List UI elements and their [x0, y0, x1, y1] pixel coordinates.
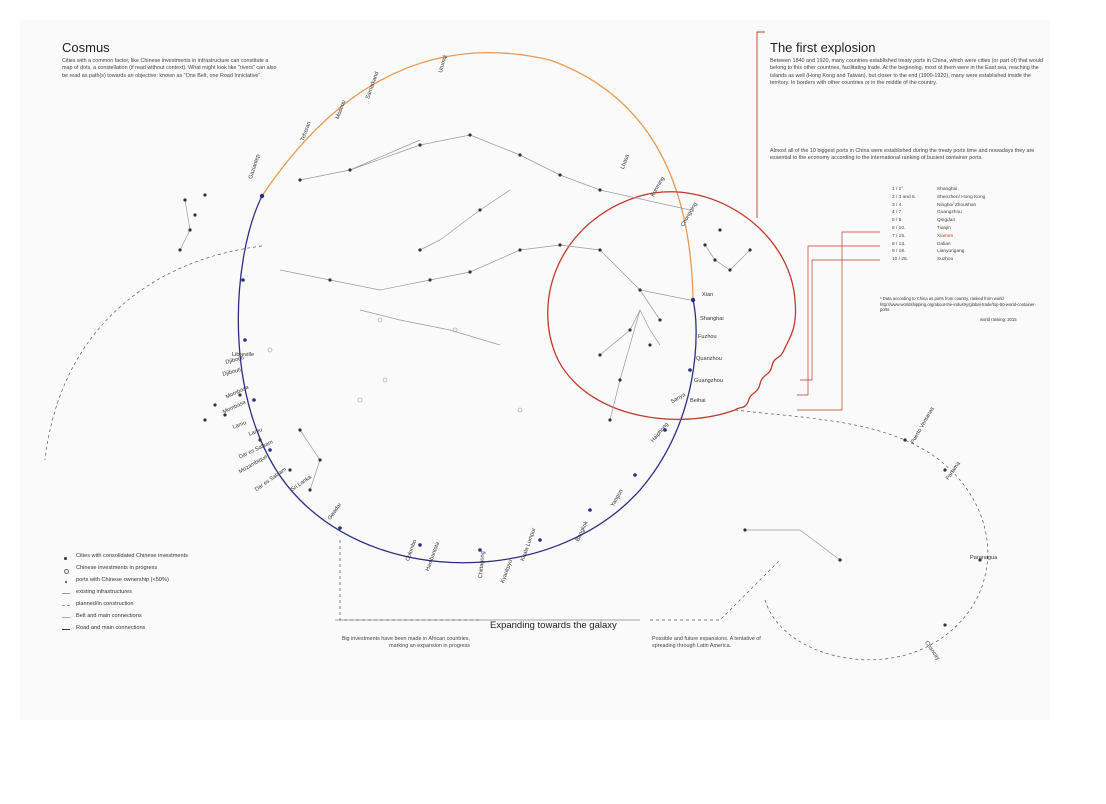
first-explosion-text: Between 1840 and 1920, many countries es…: [770, 58, 1043, 87]
ports-footnote-3: world ranking: 2015: [980, 317, 1017, 322]
legend-label: Cities with consolidated Chinese investm…: [76, 553, 188, 559]
port-row: 7 / 15. Xiamen: [892, 234, 1042, 242]
treaty-circle: [547, 191, 797, 420]
legend-swatch-icon: [62, 617, 70, 618]
ports-ranking-table: 1 / 1°. Shanghai 2 / 3 and 6. Shenzhen/ Hon…: [892, 187, 1042, 265]
port-row: 5 / 8. Qingdao: [892, 218, 1042, 226]
infrastructure-network: [179, 134, 751, 491]
port-row: 10 / 26. Suzhou: [892, 257, 1042, 265]
city-label: Guangzhou: [694, 378, 723, 384]
ports-footnote-url: http://www.worldshipping.org/about-the-i…: [880, 302, 1036, 313]
red-leader-2: [797, 231, 880, 411]
legend-swatch-icon: [62, 593, 70, 594]
cosmus-title: Cosmus: [62, 40, 110, 55]
legend-swatch-icon: [65, 581, 67, 583]
port-name: Qingdao: [937, 218, 956, 224]
legend-swatch-icon: [62, 629, 70, 630]
first-explosion-title: The first explosion: [770, 40, 876, 55]
red-leader-top: [756, 31, 765, 218]
latam-leader: [650, 559, 781, 621]
city-dots: [178, 133, 752, 492]
port-name: Ningbo/ Zhoushan: [937, 202, 977, 208]
city-label: Fuzhou: [698, 334, 717, 340]
legend-swatch-icon: [64, 569, 69, 574]
port-rank: 8 / 13.: [892, 241, 906, 247]
port-name: Tianjin: [937, 225, 951, 231]
port-row: 9 / 18. Lianyungang: [892, 249, 1042, 257]
road-arc: [237, 195, 697, 564]
port-name: Guangzhou: [937, 210, 962, 216]
latam-circle: [734, 409, 989, 661]
port-name: Shanghai: [937, 187, 958, 192]
port-name: Shenzhen/ Hong Kong: [937, 194, 986, 200]
ports-footnote-1: * Data according to China as ports from …: [880, 296, 1004, 301]
city-label: Beihai: [690, 398, 706, 404]
galaxy-title: Expanding towards the galaxy: [490, 620, 617, 631]
legend-label: ports with Chinese ownership (<50%): [76, 577, 169, 583]
port-rank: 1 / 1°.: [892, 187, 905, 192]
port-rank: 4 / 7.: [892, 210, 903, 216]
city-label: Xian: [702, 292, 714, 298]
africa-text: Big investments have been made in Africa…: [341, 636, 470, 650]
legend-label: existing infrastructures: [76, 589, 132, 595]
cosmus-description: Cities with a common factor, like Chines…: [62, 58, 277, 79]
port-row: 1 / 1°. Shanghai: [892, 187, 1042, 195]
port-rank: 9 / 18.: [892, 249, 906, 255]
port-name: Dalian: [937, 241, 951, 247]
city-label: Quanzhou: [696, 356, 722, 362]
port-rank: 6 / 10.: [892, 225, 906, 231]
port-row: 2 / 3 and 6. Shenzhen/ Hong Kong: [892, 195, 1042, 203]
port-rank: 5 / 8.: [892, 218, 903, 224]
latam-text: Possible and future expansions. A tentat…: [652, 636, 761, 650]
belt-arc: [261, 51, 694, 301]
port-row: 3 / 4. Ningbo/ Zhoushan: [892, 203, 1042, 211]
port-name: Suzhou: [937, 257, 954, 263]
legend-label: Chinese investments in progress: [76, 565, 158, 571]
port-row: 6 / 10. Tianjin: [892, 226, 1042, 234]
port-name: Xiamen: [937, 233, 954, 239]
port-rank: 7 / 15.: [892, 233, 906, 239]
latam-path: [745, 529, 841, 561]
city-label: Shanghai: [700, 316, 724, 322]
poster-background: [20, 20, 1050, 720]
legend-swatch-icon: [62, 605, 70, 606]
red-leader-1: [797, 245, 880, 396]
red-leader-3: [800, 259, 880, 381]
city-label: Libreville: [232, 352, 255, 358]
city-label: Paranagua: [970, 555, 998, 561]
first-explosion-ports-text: Almost all of the 10 biggest ports in Ch…: [770, 148, 1035, 162]
port-rank: 3 / 4.: [892, 202, 903, 208]
legend-swatch-icon: [64, 557, 67, 560]
port-name: Lianyungang: [937, 249, 965, 255]
port-rank: 2 / 3 and 6.: [892, 194, 917, 200]
legend-label: planned/in construction: [76, 601, 134, 607]
africa-arc: [44, 245, 263, 461]
arc-nodes: [241, 193, 696, 552]
legend-label: Road and main connections: [76, 625, 146, 631]
port-row: 8 / 13. Dalian: [892, 242, 1042, 250]
port-row: 4 / 7. Guangzhou: [892, 210, 1042, 218]
legend-label: Belt and main connections: [76, 613, 142, 619]
in-progress-dots: [267, 317, 523, 413]
port-rank: 10 / 26.: [892, 257, 909, 263]
